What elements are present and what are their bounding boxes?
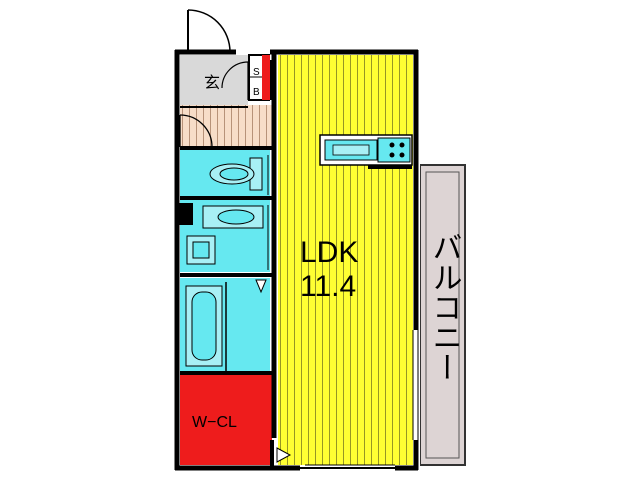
kitchen-counter [319,134,413,169]
door-arrow-icon [276,447,292,463]
washing-machine-pan-icon [186,235,216,265]
bathtub-icon [185,285,223,367]
toilet-icon [209,157,263,191]
entrance-floor [180,55,248,105]
stove-burner-icon [389,142,405,158]
balcony-label: バルコニー [428,232,461,382]
hall-door-swing [179,114,213,148]
walk-in-closet-label: W−CL [192,414,237,431]
shoe-box-accent [262,55,270,100]
inner-door-swing [221,61,249,89]
shoe-box-label-bottom: B [253,87,260,98]
entrance-door [187,9,231,53]
ldk-size-label: 11.4 [300,270,356,303]
walls [174,49,419,471]
ldk-floor [278,55,413,465]
balcony [419,164,466,466]
ldk-label: LDK [300,236,358,269]
hallway-floor [180,105,272,147]
washbasin-icon [202,205,264,229]
sliding-door-marks [267,155,419,466]
walk-in-closet-floor [180,375,272,465]
shoe-box-label-top: S [253,67,260,78]
door-arrow-icon [255,279,267,294]
pipe-shaft [177,203,193,225]
entrance-label: 玄 [204,74,220,92]
